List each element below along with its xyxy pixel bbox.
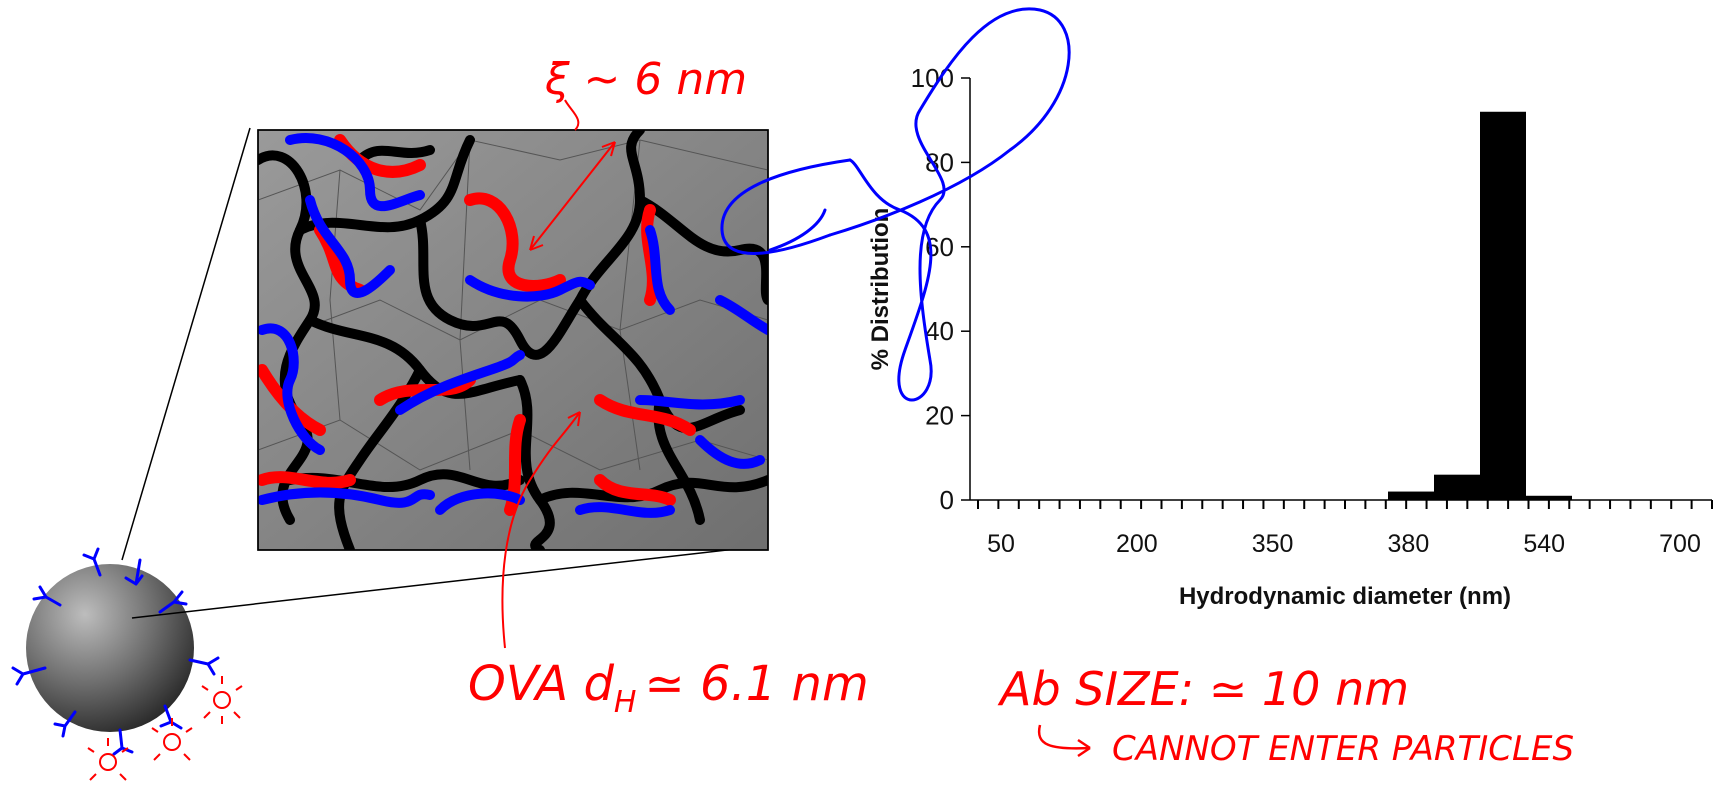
x-tick-label: 700 <box>1659 530 1701 558</box>
antibody-strands <box>258 133 768 518</box>
arrow-head-icon <box>529 141 616 251</box>
nanoparticle <box>11 547 243 781</box>
mesh-label-leader <box>564 99 580 131</box>
mesh-size-label: ξ ~ 6 nm <box>544 54 747 105</box>
mesh-size-arrow <box>529 141 616 251</box>
ab-size-label: Ab SIZE: ≃ 10 nm <box>997 662 1409 716</box>
y-tick-label: 40 <box>925 316 954 346</box>
x-tick-labels: 50 200 350 380 540 700 <box>987 530 1701 558</box>
histogram-bar <box>1434 474 1480 500</box>
zoom-lines <box>121 127 763 619</box>
blue-doodle <box>720 7 1071 402</box>
y-axis-label: % Distribution <box>867 208 894 371</box>
bars <box>1388 111 1572 500</box>
x-tick-label: 50 <box>987 530 1015 558</box>
histogram-bar <box>1480 111 1526 500</box>
x-axis-label: Hydrodynamic diameter (nm) <box>1179 583 1511 610</box>
ova-label: OVA dH≃ 6.1 nm <box>468 656 869 720</box>
mesh-size-annotation <box>529 99 616 251</box>
arrow-head-icon <box>1077 738 1091 758</box>
y-tick-label: 20 <box>925 401 954 431</box>
arrow-head-icon <box>567 411 581 427</box>
ova-sketches <box>87 676 243 781</box>
x-tick-label: 380 <box>1388 530 1430 558</box>
histogram-bar <box>1388 491 1434 500</box>
x-tick-label: 350 <box>1252 530 1294 558</box>
cannot-enter-label: CANNOT ENTER PARTICLES <box>1112 729 1574 769</box>
ova-annotation <box>501 411 581 649</box>
x-tick-label: 200 <box>1116 530 1158 558</box>
nanoparticle-sphere <box>26 564 194 732</box>
ova-arrow <box>501 411 581 649</box>
cannot-enter-arrow <box>1037 724 1091 758</box>
histogram-bar <box>1526 495 1572 500</box>
gel-mesh-panel <box>257 129 769 551</box>
y-tick-label: 0 <box>940 485 954 515</box>
x-minor-ticks <box>977 500 1713 509</box>
x-tick-label: 540 <box>1523 530 1565 558</box>
